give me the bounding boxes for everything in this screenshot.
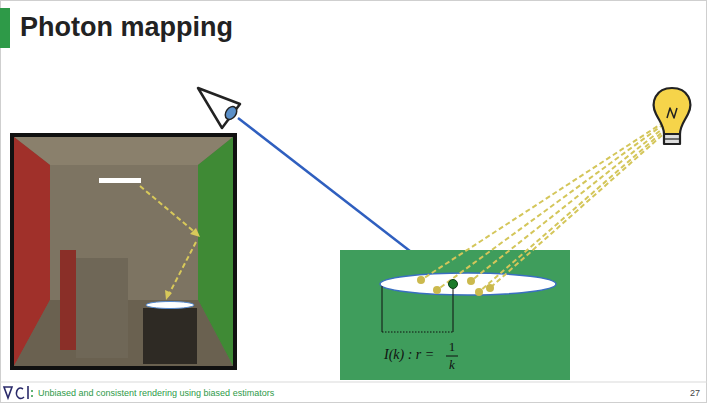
query-point	[449, 280, 458, 289]
logo	[4, 386, 33, 399]
cornell-box-render	[10, 133, 237, 370]
footer-text: Unbiased and consistent rendering using …	[38, 387, 274, 399]
fraction-numerator: 1	[449, 339, 456, 354]
footer-rule	[0, 382, 707, 383]
gather-disc	[380, 273, 556, 295]
slide-title: Photon mapping	[20, 10, 233, 44]
formula: I(k) : r =	[384, 346, 434, 364]
title-bar	[0, 8, 10, 48]
surface	[340, 250, 570, 380]
page-number: 27	[690, 387, 700, 399]
lightbulb-icon	[654, 88, 691, 144]
photon-dots	[417, 276, 494, 296]
fraction-bar	[446, 356, 458, 357]
radius-bracket	[382, 286, 453, 332]
fraction-denominator: k	[449, 357, 455, 372]
eye-icon	[198, 88, 240, 128]
photon-paths	[421, 122, 668, 292]
